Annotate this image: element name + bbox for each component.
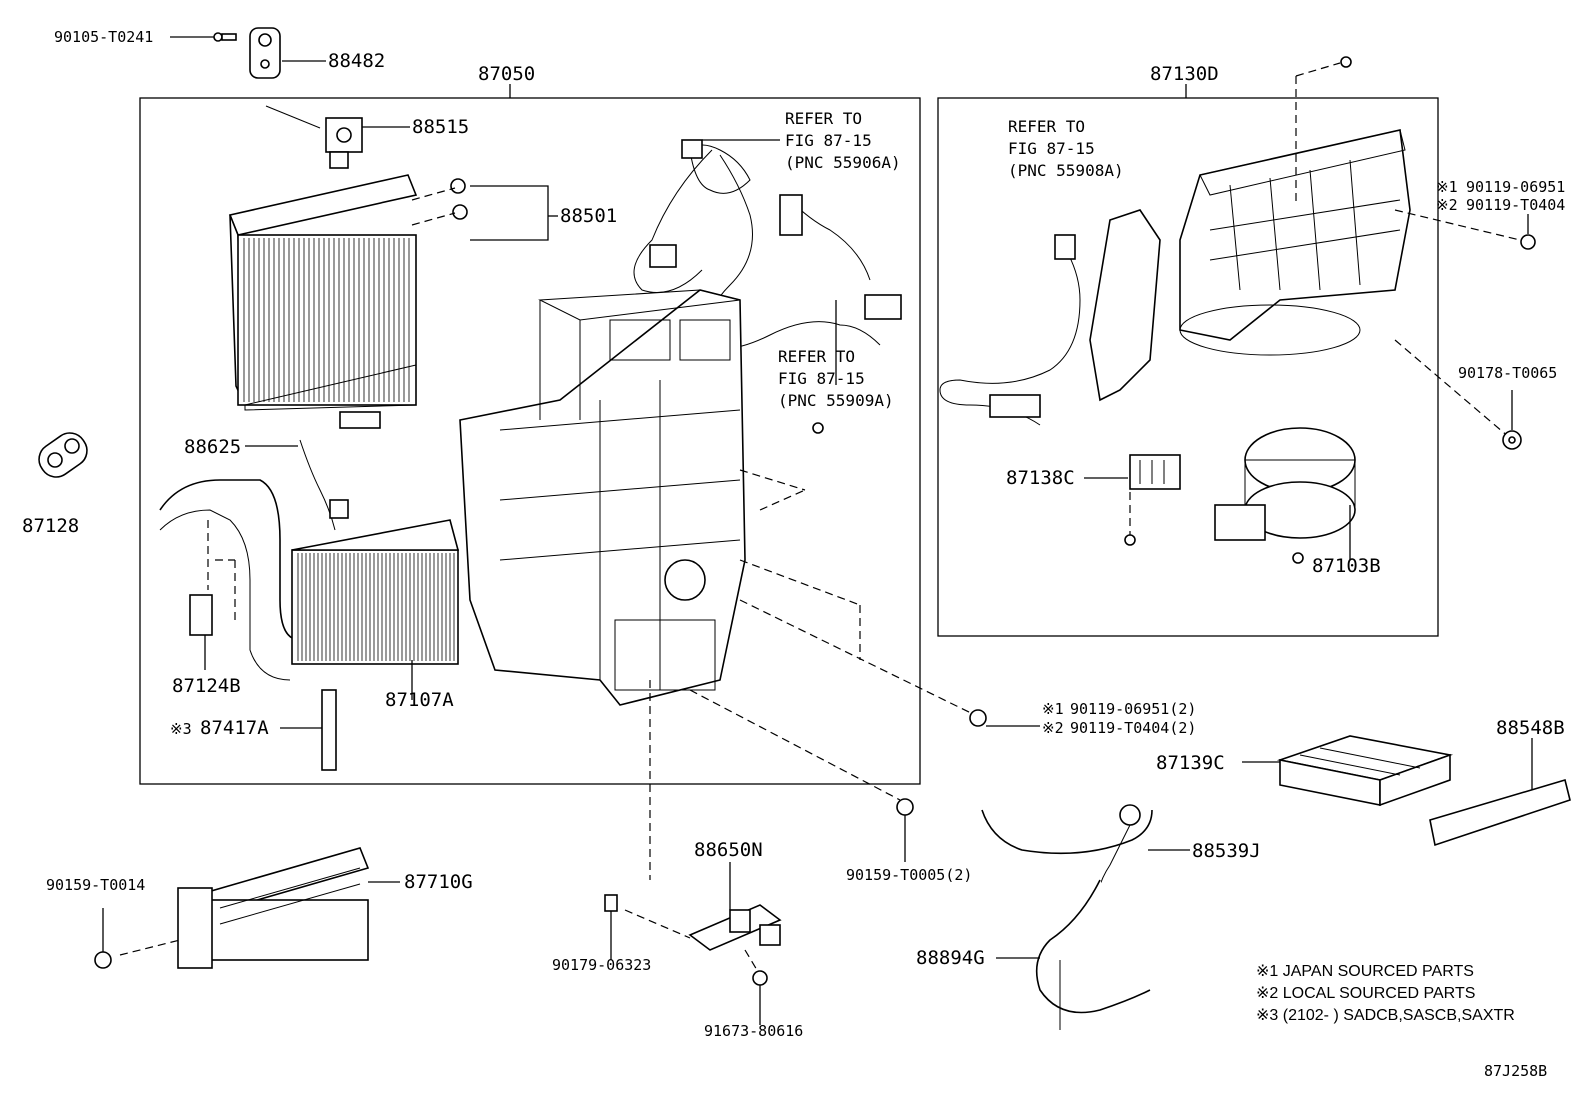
- note-vin-range: ※3 (2102- ) SADCB,SASCB,SAXTR: [1256, 1007, 1515, 1024]
- label-90159-T0005: 90159-T0005(2): [846, 866, 972, 884]
- seal-87417A-icon: [321, 689, 337, 771]
- ref-55908A-line1: REFER TO: [1008, 117, 1085, 136]
- label-87050: 87050: [478, 63, 535, 85]
- group-box-87130D: [937, 97, 1439, 637]
- sensor-88625-icon: [299, 411, 381, 531]
- label-87710G: 87710G: [404, 871, 473, 893]
- blower-assembly-87130D-icon: [1089, 129, 1411, 402]
- ref-55906A-line1: REFER TO: [785, 109, 862, 128]
- expansion-valve-88515-icon: [265, 105, 363, 169]
- bracket-88482-icon: [249, 27, 281, 79]
- label-87107A: 87107A: [385, 689, 454, 711]
- label-87103B: 87103B: [1312, 555, 1381, 577]
- screw-90159-T0014-icon: [94, 951, 112, 969]
- label-90159-T0014: 90159-T0014: [46, 876, 145, 894]
- bolt-90105-icon: [213, 32, 237, 42]
- hvac-housing-87050-icon: [459, 289, 746, 706]
- washer-90178-icon: [1502, 430, 1522, 450]
- label-90119-T0404-a: 90119-T0404: [1466, 196, 1565, 214]
- ref-55909A-line2: FIG 87-15: [778, 369, 865, 388]
- label-88539J: 88539J: [1192, 840, 1261, 862]
- label-90119-T0404-b: 90119-T0404(2): [1070, 719, 1196, 737]
- drain-hose-88539J-icon: [981, 804, 1153, 926]
- screw-90119-pair-icon: [969, 709, 987, 727]
- label-88515: 88515: [412, 116, 469, 138]
- evaporator-core-icon: [228, 174, 418, 411]
- label-90119-06951-b: 90119-06951(2): [1070, 700, 1196, 718]
- drain-hose-88894G-icon: [1035, 879, 1151, 1030]
- label-87128: 87128: [22, 515, 79, 537]
- label-87130D: 87130D: [1150, 63, 1219, 85]
- label-88625: 88625: [184, 436, 241, 458]
- resistor-87138C-icon: [1124, 454, 1181, 546]
- note-local-sourced: ※2 LOCAL SOURCED PARTS: [1256, 985, 1475, 1002]
- o-ring-88501-icon: [450, 178, 468, 220]
- bolt-top-right-icon: [1340, 56, 1352, 68]
- label-90178-T0065: 90178-T0065: [1458, 364, 1557, 382]
- bolt-91673-icon: [752, 970, 768, 986]
- label-88894G: 88894G: [916, 947, 985, 969]
- sensor-88650N-icon: [624, 904, 782, 976]
- harness-55908A-icon: [939, 234, 1081, 426]
- mark2-90119-T0404-a: ※2: [1436, 196, 1458, 214]
- label-87124B: 87124B: [172, 675, 241, 697]
- cover-88548B-icon: [1429, 778, 1571, 847]
- bolt-90159-T0005-icon: [896, 798, 914, 816]
- wiring-harness-icon: [633, 139, 902, 434]
- cabin-filter-87139C-icon: [1276, 735, 1454, 807]
- ref-55909A-line1: REFER TO: [778, 347, 855, 366]
- label-88501: 88501: [560, 205, 617, 227]
- label-91673-80616: 91673-80616: [704, 1022, 803, 1040]
- ptc-heater-87710G-icon: [177, 847, 370, 969]
- label-88482: 88482: [328, 50, 385, 72]
- label-90119-06951-a: 90119-06951: [1466, 178, 1565, 196]
- label-87138C: 87138C: [1006, 467, 1075, 489]
- blower-motor-87103B-icon: [1214, 427, 1356, 564]
- mark1-90119-06951-a: ※1: [1436, 178, 1458, 196]
- mark-87417A: ※3: [170, 720, 192, 738]
- grommet-87128-icon: [38, 432, 88, 478]
- label-87417A: 87417A: [200, 717, 269, 739]
- label-90105-T0241: 90105-T0241: [54, 28, 153, 46]
- ref-55909A-line3: (PNC 55909A): [778, 391, 894, 410]
- clip-90179-icon: [604, 894, 618, 912]
- note-japan-sourced: ※1 JAPAN SOURCED PARTS: [1256, 963, 1474, 980]
- label-88548B: 88548B: [1496, 717, 1565, 739]
- label-90179-06323: 90179-06323: [552, 956, 651, 974]
- clamp-87124B-icon: [189, 520, 236, 636]
- heater-core-87107A-icon: [159, 479, 460, 681]
- ref-55906A-line3: (PNC 55906A): [785, 153, 901, 172]
- mark1-90119-06951-b: ※1: [1042, 700, 1064, 718]
- screw-90119-icon: [1520, 234, 1536, 250]
- group-box-87050: [139, 97, 921, 785]
- label-87139C: 87139C: [1156, 752, 1225, 774]
- ref-55908A-line3: (PNC 55908A): [1008, 161, 1124, 180]
- mark2-90119-T0404-b: ※2: [1042, 719, 1064, 737]
- ref-55908A-line2: FIG 87-15: [1008, 139, 1095, 158]
- ref-55906A-line2: FIG 87-15: [785, 131, 872, 150]
- diagram-code: 87J258B: [1484, 1062, 1547, 1080]
- label-88650N: 88650N: [694, 839, 763, 861]
